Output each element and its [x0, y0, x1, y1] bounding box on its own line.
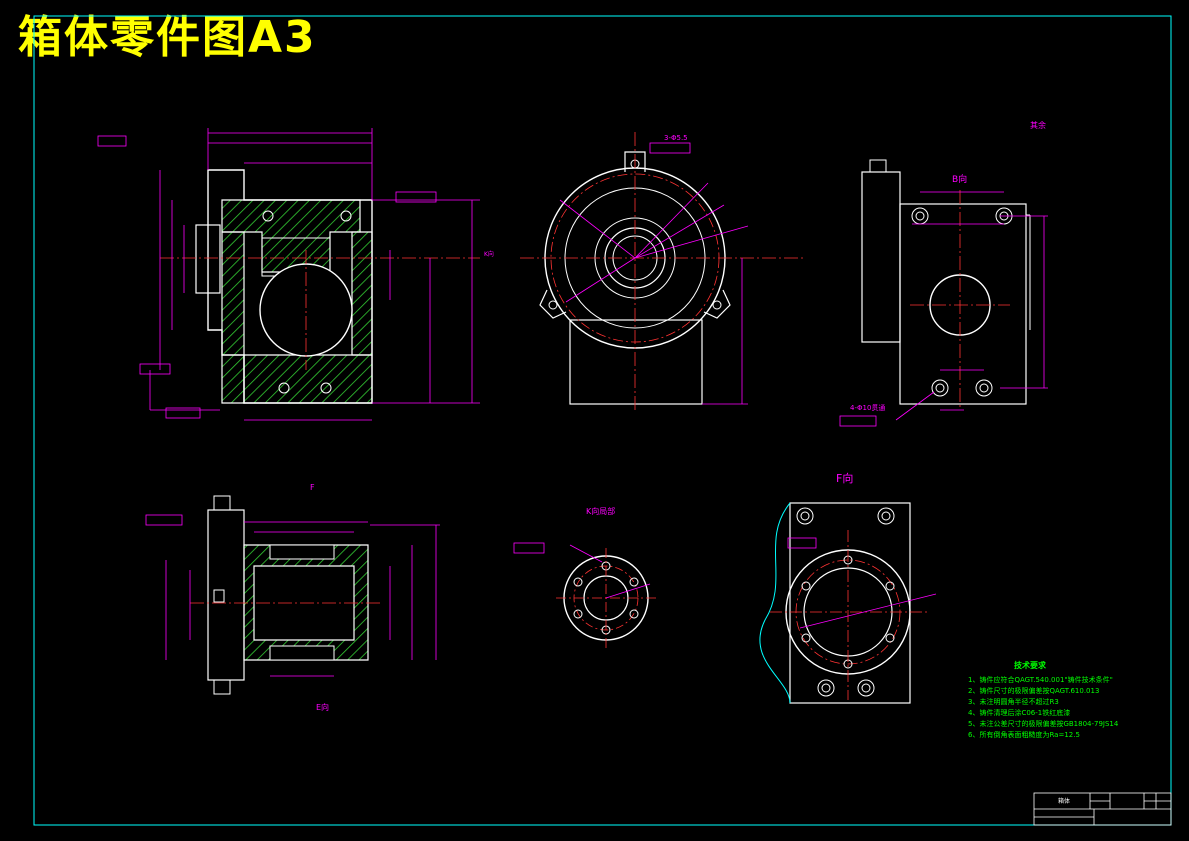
f-direction-view: F向 — [759, 471, 937, 704]
main-section-view: K向 — [97, 128, 494, 421]
part-name: 箱体 — [1058, 797, 1070, 805]
note-item: 3、未注明圆角半径不超过R3 — [968, 697, 1059, 706]
bottom-section-view: F E向 — [145, 483, 440, 712]
e-view-label: E向 — [316, 702, 329, 712]
remaining-roughness-label: 其余 — [1030, 120, 1046, 130]
drawing-frame — [33, 15, 1172, 826]
note-item: 1、铸件应符合QAGT.540.001"铸件技术条件" — [968, 675, 1113, 684]
note-item: 4、铸件清理后涂C06-1铁红底漆 — [968, 708, 1070, 717]
f-view-label: F向 — [836, 471, 853, 485]
note-item: 2、铸件尺寸的极限偏差按QAGT.610.013 — [968, 686, 1099, 695]
b-direction-view: B向 其余 4-Φ10贯通 — [839, 120, 1048, 427]
end-view: 3-Φ5.5 — [520, 132, 805, 410]
technical-notes: 技术要求 1、铸件应符合QAGT.540.001"铸件技术条件" 2、铸件尺寸的… — [968, 660, 1119, 739]
holes-4-label: 4-Φ10贯通 — [850, 403, 885, 412]
notes-heading: 技术要求 — [1014, 660, 1047, 670]
note-item: 6、所有倒角表面粗糙度为Ra=12.5 — [968, 730, 1080, 739]
note-item: 5、未注公差尺寸的极限偏差按GB1804-79JS14 — [968, 719, 1119, 728]
f-section-marker: F — [310, 483, 315, 492]
k-view-marker: K向 — [484, 250, 494, 258]
drawing-title: 箱体零件图A3 — [18, 12, 317, 63]
title-block: 箱体 — [1033, 792, 1172, 826]
k-view-label: K向局部 — [586, 506, 615, 516]
b-view-label: B向 — [952, 173, 967, 185]
holes-3-label: 3-Φ5.5 — [664, 134, 688, 142]
k-partial-view: K向局部 — [513, 506, 656, 648]
